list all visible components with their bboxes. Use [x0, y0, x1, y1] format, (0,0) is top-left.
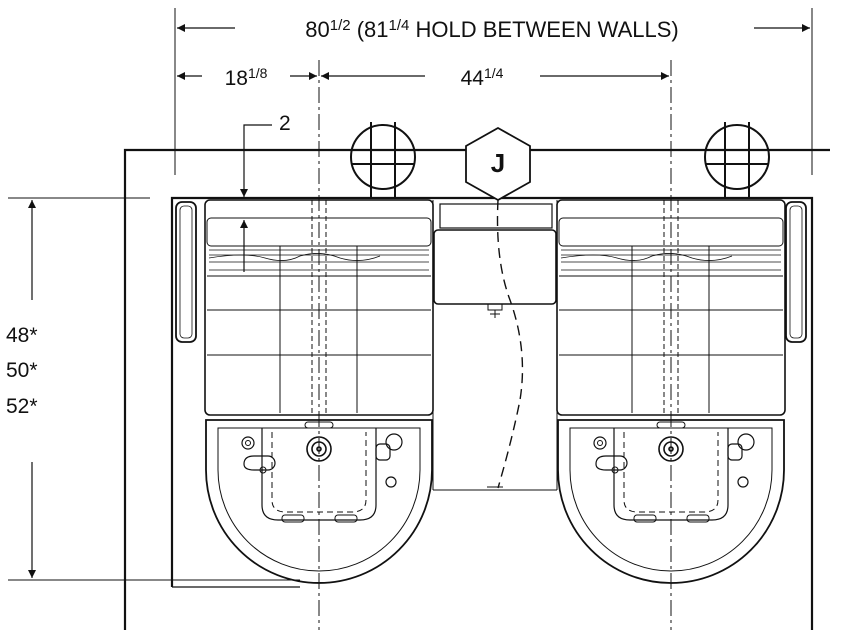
junction-box-label: J — [491, 148, 505, 178]
center-module — [432, 199, 558, 491]
centerlines — [318, 60, 672, 630]
ledge-leader — [240, 124, 272, 197]
left-offset-dimension-label: 181/8 — [225, 65, 268, 90]
end-panel-right — [785, 201, 807, 343]
junction-box-icon: J — [465, 126, 531, 202]
supply-pipe-left — [350, 122, 416, 198]
walls — [123, 148, 830, 630]
bowl-station-left — [204, 199, 434, 584]
center-spacing-dimension-label: 441/4 — [461, 65, 504, 90]
dimension-lines — [28, 24, 810, 578]
depth-label-50: 50* — [6, 359, 38, 382]
inner-wall-line — [170, 196, 814, 630]
ledge-dimension-label: 2 — [279, 112, 291, 135]
flex-conduit — [496, 199, 524, 489]
depth-label-48: 48* — [6, 324, 38, 347]
outer-wall-line — [123, 148, 830, 630]
end-panel-left — [175, 201, 197, 343]
extension-lines — [8, 8, 813, 581]
overall-dimension-label: 801/2 (811/4 HOLD BETWEEN WALLS) — [305, 17, 678, 42]
supply-pipe-right — [704, 122, 770, 198]
bowl-station-right — [556, 199, 786, 584]
depth-label-52: 52* — [6, 395, 38, 418]
